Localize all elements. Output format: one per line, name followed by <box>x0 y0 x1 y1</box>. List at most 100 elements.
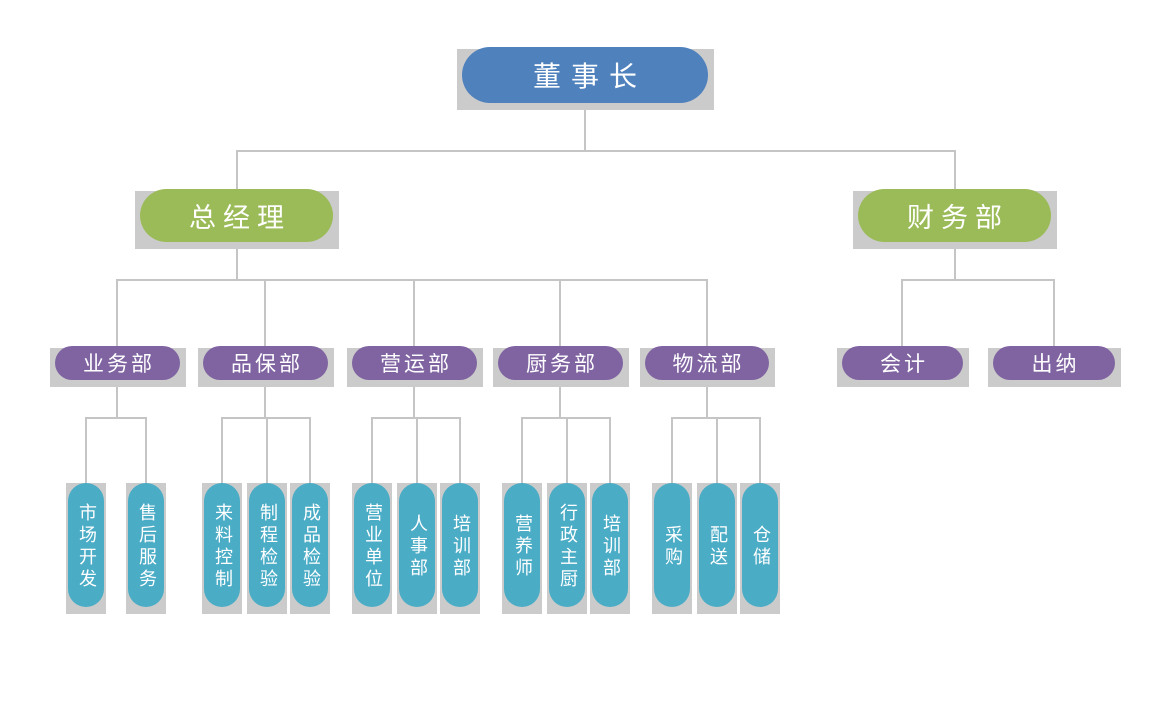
org-node-dept-quality: 品保部 <box>198 346 334 387</box>
node-label: 厨务部 <box>526 352 598 376</box>
org-node-team-nutritionist: 营养师 <box>502 483 542 614</box>
node-pill: 行政主厨 <box>549 483 585 607</box>
connector-line <box>609 417 611 483</box>
node-label: 会计 <box>880 352 928 376</box>
org-node-team-market-development: 市场开发 <box>66 483 106 614</box>
connector-line <box>559 380 561 417</box>
node-label: 来料控制 <box>212 503 233 591</box>
node-label: 成品检验 <box>300 503 321 591</box>
connector-line <box>901 279 1055 281</box>
connector-line <box>759 417 761 483</box>
node-pill: 营养师 <box>504 483 540 607</box>
connector-line <box>416 417 418 483</box>
connector-line <box>706 279 708 346</box>
node-label: 配送 <box>707 525 728 569</box>
connector-line <box>566 417 568 483</box>
node-pill: 成品检验 <box>292 483 328 607</box>
org-node-team-distribution: 配送 <box>697 483 737 614</box>
org-node-dept-kitchen: 厨务部 <box>493 346 629 387</box>
org-node-cashier: 出纳 <box>988 346 1121 387</box>
node-label: 培训部 <box>450 514 471 580</box>
node-label: 市场开发 <box>76 503 97 591</box>
node-pill: 营业单位 <box>354 483 390 607</box>
connector-line <box>954 242 956 279</box>
node-pill: 出纳 <box>993 346 1115 380</box>
connector-line <box>116 279 708 281</box>
connector-line <box>264 380 266 417</box>
node-label: 营运部 <box>380 352 452 376</box>
node-pill: 业务部 <box>55 346 180 380</box>
org-node-chairman: 董事长 <box>457 47 714 110</box>
node-label: 行政主厨 <box>557 503 578 591</box>
connector-line <box>1053 279 1055 346</box>
node-label: 营业单位 <box>362 503 383 591</box>
node-label: 品保部 <box>231 352 303 376</box>
org-node-team-training-kitchen: 培训部 <box>590 483 630 614</box>
node-pill: 人事部 <box>399 483 435 607</box>
org-node-team-finished-product-inspection: 成品检验 <box>290 483 330 614</box>
node-pill: 采购 <box>654 483 690 607</box>
node-pill: 董事长 <box>462 47 708 103</box>
node-label: 总经理 <box>189 203 291 234</box>
node-pill: 培训部 <box>592 483 628 607</box>
node-pill: 来料控制 <box>204 483 240 607</box>
node-label: 人事部 <box>407 514 428 580</box>
connector-line <box>521 417 523 483</box>
connector-line <box>413 380 415 417</box>
connector-line <box>221 417 311 419</box>
node-pill: 市场开发 <box>68 483 104 607</box>
org-node-accounting: 会计 <box>837 346 969 387</box>
org-node-dept-logistics: 物流部 <box>640 346 775 387</box>
node-pill: 营运部 <box>352 346 477 380</box>
connector-line <box>264 279 266 346</box>
connector-line <box>221 417 223 483</box>
connector-line <box>85 417 147 419</box>
org-node-team-purchasing: 采购 <box>652 483 692 614</box>
connector-line <box>584 103 586 150</box>
connector-line <box>116 380 118 417</box>
connector-line <box>413 279 415 346</box>
connector-line <box>236 242 238 279</box>
org-node-team-hr: 人事部 <box>397 483 437 614</box>
connector-line <box>901 279 903 346</box>
node-pill: 培训部 <box>442 483 478 607</box>
org-node-general-manager: 总经理 <box>135 189 339 249</box>
connector-line <box>716 417 718 483</box>
node-label: 售后服务 <box>136 503 157 591</box>
node-label: 仓储 <box>750 525 771 569</box>
connector-line <box>671 417 673 483</box>
connector-line <box>145 417 147 483</box>
connector-line <box>309 417 311 483</box>
node-label: 董事长 <box>532 60 647 93</box>
org-node-team-incoming-material-control: 来料控制 <box>202 483 242 614</box>
node-pill: 总经理 <box>140 189 333 242</box>
org-node-finance-dept: 财务部 <box>853 189 1057 249</box>
node-label: 业务部 <box>83 352 155 376</box>
node-pill: 会计 <box>842 346 963 380</box>
connector-line <box>85 417 87 483</box>
org-node-dept-operations: 营运部 <box>347 346 483 387</box>
connector-line <box>706 380 708 417</box>
node-label: 制程检验 <box>257 503 278 591</box>
connector-line <box>459 417 461 483</box>
org-node-team-warehousing: 仓储 <box>740 483 780 614</box>
connector-line <box>521 417 611 419</box>
connector-line <box>371 417 373 483</box>
connector-line <box>559 279 561 346</box>
connector-line <box>266 417 268 483</box>
node-pill: 物流部 <box>645 346 769 380</box>
org-node-team-executive-chef: 行政主厨 <box>547 483 587 614</box>
node-label: 采购 <box>662 525 683 569</box>
node-pill: 品保部 <box>203 346 328 380</box>
node-label: 出纳 <box>1031 352 1080 376</box>
connector-line <box>236 150 956 152</box>
connector-line <box>236 150 238 189</box>
org-node-team-process-inspection: 制程检验 <box>247 483 287 614</box>
org-node-team-training-ops: 培训部 <box>440 483 480 614</box>
node-pill: 厨务部 <box>498 346 623 380</box>
org-node-dept-business: 业务部 <box>50 346 186 387</box>
node-pill: 配送 <box>699 483 735 607</box>
connector-line <box>116 279 118 346</box>
connector-line <box>954 150 956 189</box>
